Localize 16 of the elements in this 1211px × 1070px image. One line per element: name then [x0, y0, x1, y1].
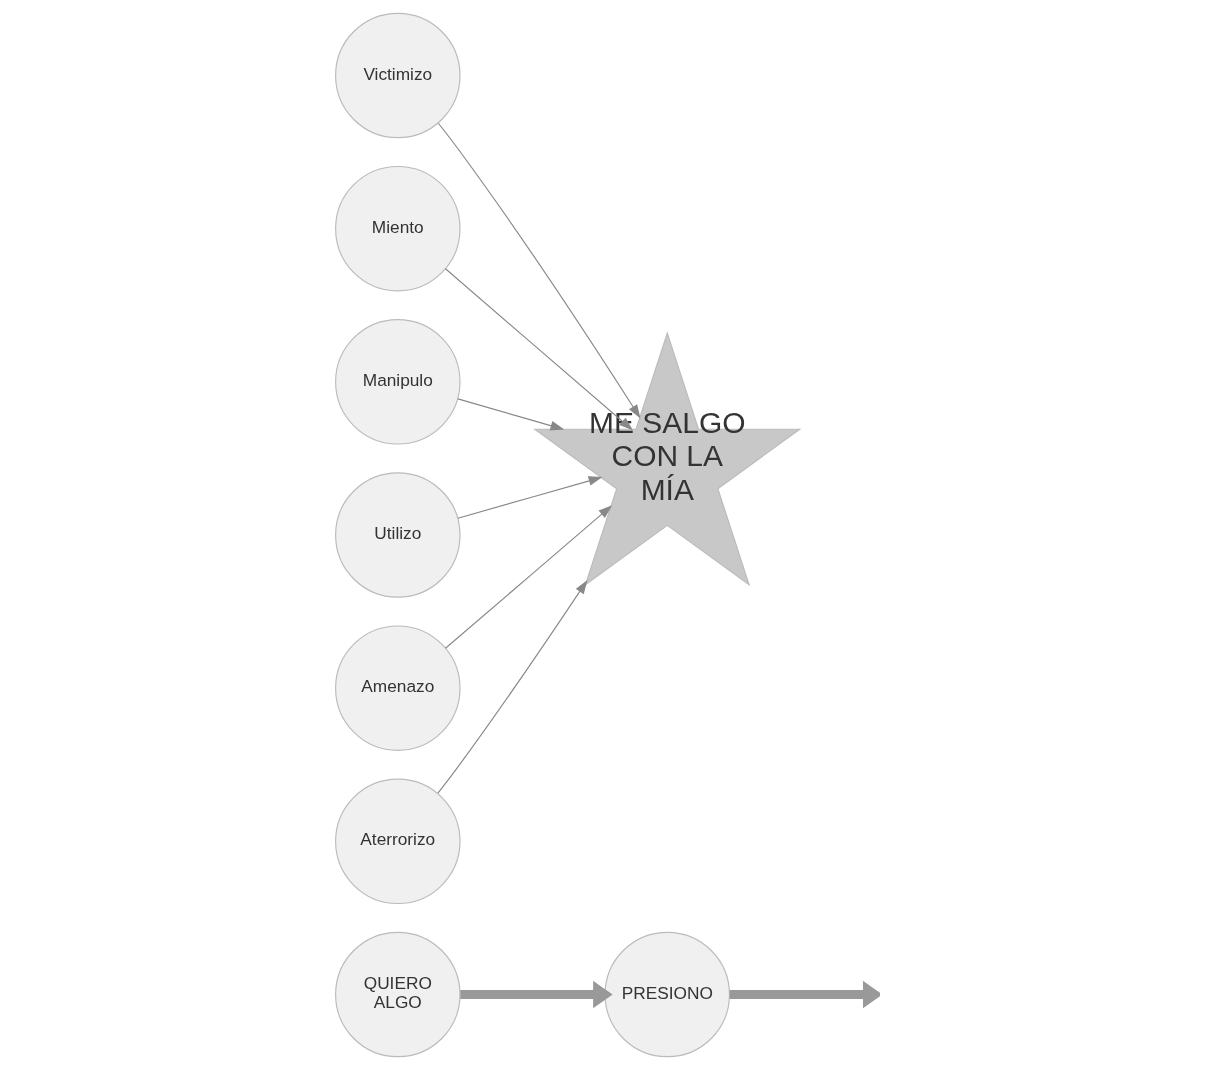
node-circle: Aterrorizo [335, 778, 461, 905]
node-circle: Amenazo [335, 625, 461, 751]
arrow [444, 505, 613, 649]
node-circle: QUIERO ALGO [335, 931, 461, 1058]
arrow [437, 122, 641, 419]
arrow [444, 268, 633, 431]
arrow [460, 980, 613, 1009]
arrow [729, 980, 880, 1009]
node-circle: Manipulo [335, 319, 461, 445]
node-circle: PRESIONO [604, 931, 731, 1058]
node-circle: Victimizo [335, 12, 461, 139]
arrow [457, 476, 603, 519]
arrow [437, 580, 588, 794]
node-circle: Utilizo [335, 472, 461, 598]
node-circle: Miento [335, 165, 461, 292]
arrow [457, 398, 565, 431]
